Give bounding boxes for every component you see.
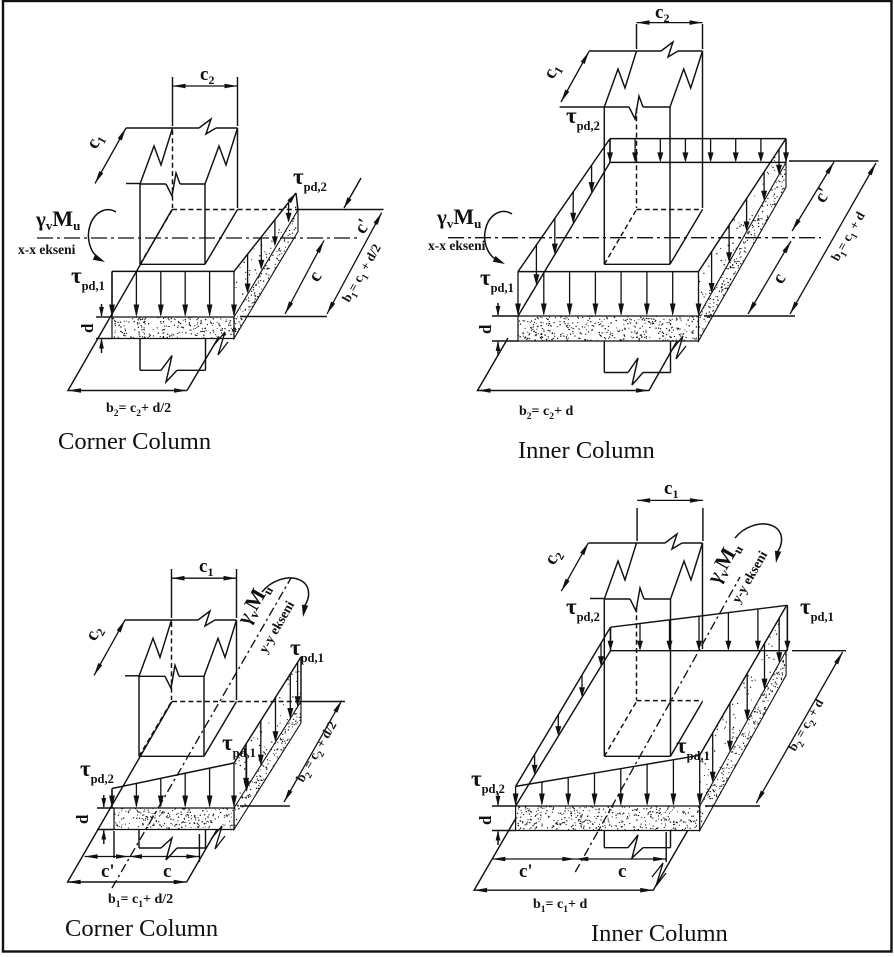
svg-text:d: d [476, 324, 495, 334]
svg-text:d: d [78, 323, 97, 333]
svg-text:x-x ekseni: x-x ekseni [18, 242, 76, 257]
svg-text:Corner Column: Corner Column [65, 915, 218, 942]
svg-text:c': c' [519, 861, 533, 882]
svg-text:c1: c1 [664, 478, 678, 501]
svg-text:c1: c1 [199, 556, 213, 579]
svg-text:γvMu: γvMu [436, 204, 481, 231]
svg-text:b1= c1+ d/2: b1= c1+ d/2 [108, 892, 173, 910]
svg-text:Inner Column: Inner Column [518, 437, 655, 464]
svg-text:c': c' [101, 861, 115, 882]
svg-text:d: d [476, 815, 495, 825]
svg-text:b1= c1+ d: b1= c1+ d [533, 897, 587, 915]
svg-text:c: c [618, 861, 626, 882]
svg-text:b2= c2+ d/2: b2= c2+ d/2 [106, 401, 171, 419]
svg-text:c2: c2 [655, 2, 669, 25]
svg-text:d: d [73, 814, 92, 824]
svg-text:Inner Column: Inner Column [591, 920, 728, 947]
svg-text:c2: c2 [200, 64, 214, 87]
svg-text:b2= c2+ d: b2= c2+ d [519, 404, 573, 422]
svg-text:x-x ekseni: x-x ekseni [428, 238, 486, 253]
svg-text:γvMu: γvMu [35, 206, 80, 233]
svg-text:Corner Column: Corner Column [58, 428, 211, 455]
svg-text:c: c [163, 861, 171, 882]
